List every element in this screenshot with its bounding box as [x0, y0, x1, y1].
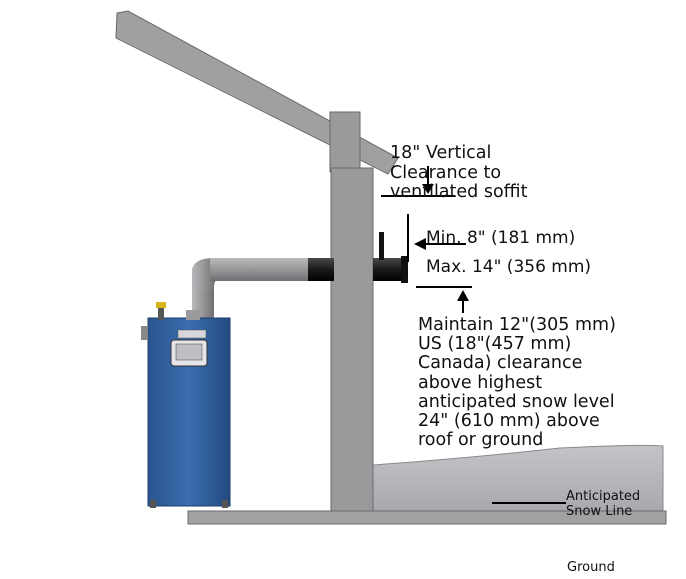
snow-line-label: Anticipated Snow Line [566, 489, 640, 519]
snow-clearance-line-6: 24" (610 mm) above [418, 411, 600, 432]
snow-line-label-2: Snow Line [566, 504, 633, 519]
snow-clearance-line-7: roof or ground [418, 430, 544, 451]
snow-clearance-line-5: anticipated snow level [418, 391, 615, 412]
soffit-clearance-label: 18" Vertical Clearance to ventilated sof… [390, 143, 528, 203]
snow-pile [372, 444, 664, 525]
vent-terminal-cap [401, 256, 408, 283]
vent-terminal-tab [379, 232, 384, 260]
snow-line-label-1: Anticipated [566, 489, 641, 504]
snow-clearance-line-2: US (18"(457 mm) [418, 334, 572, 355]
terminal-min-label: Min. 8" (181 mm) [426, 228, 576, 248]
soffit-clearance-line-2: Clearance to [390, 162, 502, 183]
relief-valve-icon [141, 302, 166, 340]
roof-overhang [115, 10, 399, 175]
soffit-clearance-line-3: ventilated soffit [390, 182, 528, 202]
vent-pipe-wall-section [308, 258, 334, 281]
terminal-arrow-head [414, 238, 426, 250]
soffit-clearance-line-1: 18" Vertical [390, 143, 492, 163]
snow-clearance-line-4: above highest [418, 372, 543, 393]
boiler [147, 310, 231, 508]
soffit-arrow-head [422, 184, 434, 194]
ground-label: Ground [567, 560, 615, 575]
floor-slab [187, 510, 667, 525]
soffit-drop [329, 111, 361, 173]
vent-pipe-horizontal [210, 258, 310, 281]
snow-clearance-line-3: Canada) clearance [418, 353, 583, 374]
terminal-max-label: Max. 14" (356 mm) [426, 257, 592, 277]
snow-clearance-label: Maintain 12"(305 mm) US (18"(457 mm) Can… [418, 315, 616, 451]
snow-arrow-head [457, 290, 469, 301]
exterior-wall [330, 167, 374, 524]
snow-clearance-line-1: Maintain 12"(305 mm) [418, 315, 616, 335]
